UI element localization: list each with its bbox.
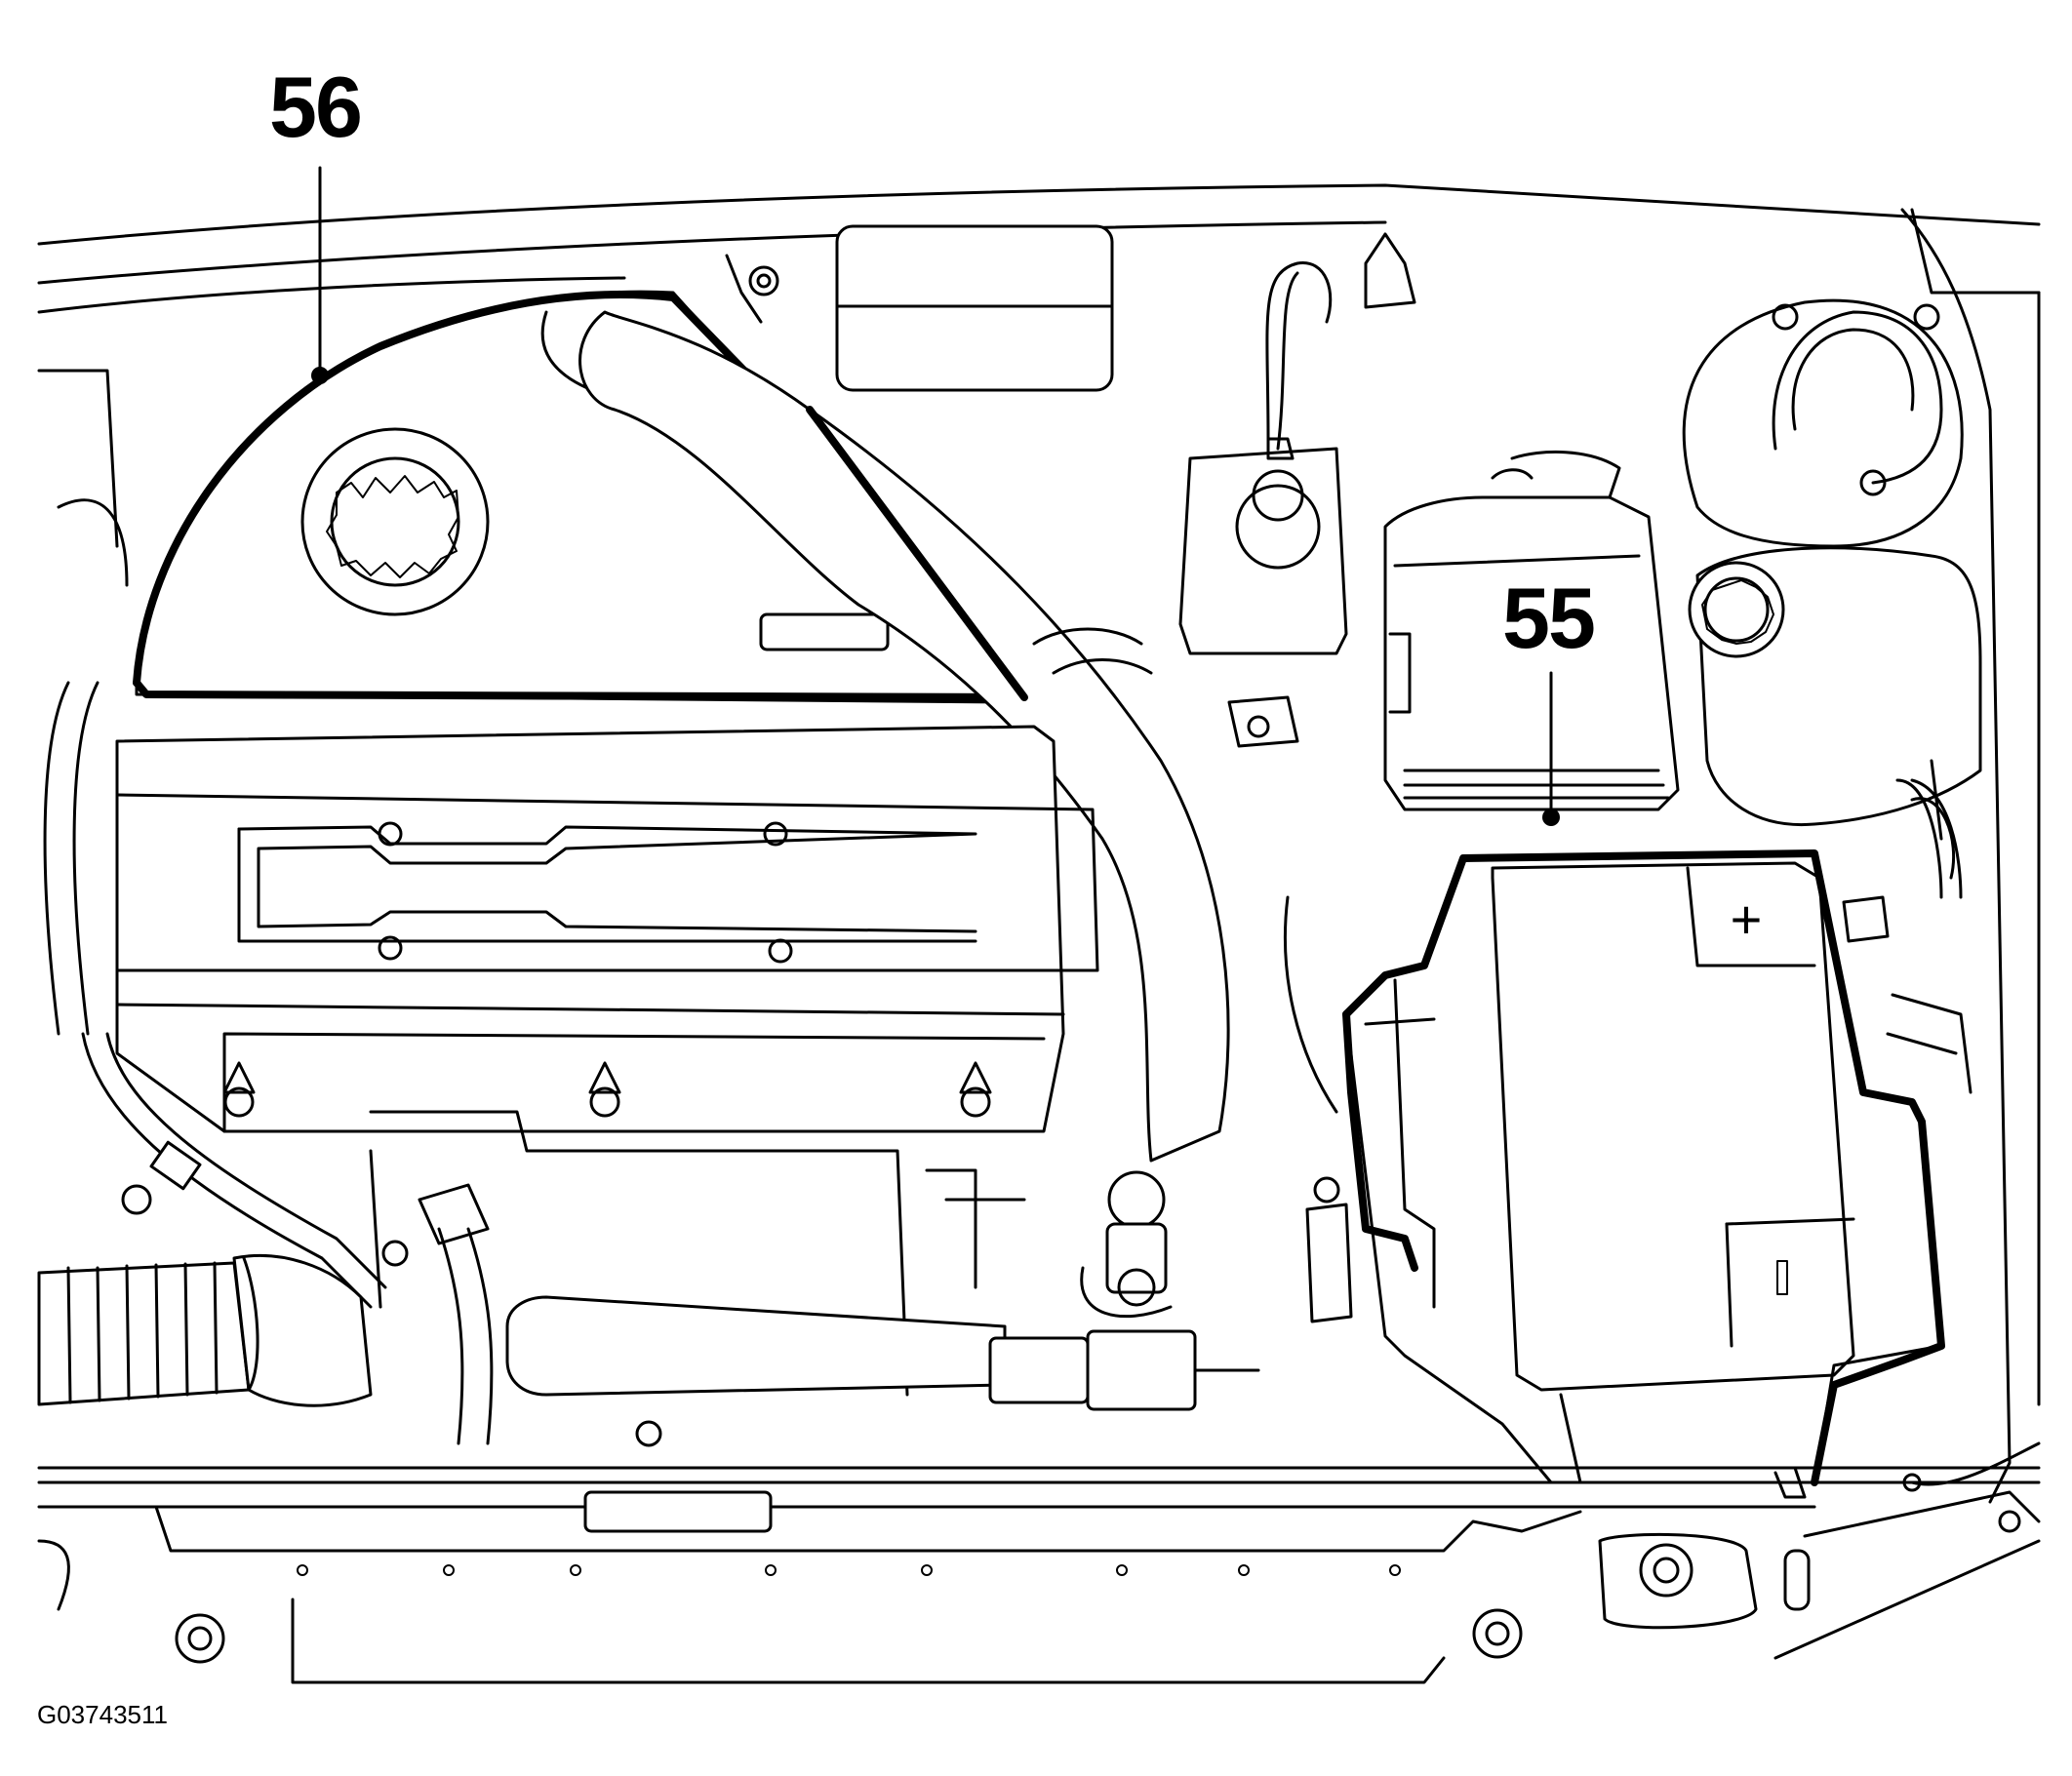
battery-terminal-positive: + — [1731, 888, 1763, 950]
right-wiring — [1283, 778, 1972, 1323]
strut-tower — [1682, 298, 1964, 548]
battery — [1342, 849, 1945, 1486]
valve-cover — [115, 725, 1099, 1133]
cowl-panel — [37, 183, 2041, 1504]
coolant-reservoir — [1688, 546, 1982, 880]
bolt-icon — [768, 938, 793, 964]
fuse-box — [1383, 451, 1680, 811]
brake-fluid-reservoir — [1178, 232, 1416, 748]
filler-cap-icon — [300, 427, 490, 616]
callout-56: 56 — [269, 59, 363, 155]
sensor-connector — [1080, 1170, 1173, 1319]
leader-dot — [1542, 809, 1560, 826]
bolt-icon — [1772, 303, 1799, 331]
bolt-icon — [1913, 303, 1940, 331]
callout-55: 55 — [1502, 570, 1596, 666]
bolt-icon — [378, 935, 403, 961]
bolt-icon — [1859, 469, 1887, 496]
bolt-icon — [378, 821, 403, 847]
cowl-cover — [725, 224, 1114, 392]
bolt-icon — [763, 821, 788, 847]
intake-bellows — [37, 1253, 373, 1407]
intake-hose — [578, 310, 1230, 1163]
positive-terminal-mark: + — [1731, 888, 1763, 950]
leader-line-56 — [311, 166, 329, 384]
valve-cover-bolts — [222, 821, 992, 1118]
leader-line-55 — [1542, 671, 1560, 826]
support-holes — [297, 1564, 1401, 1576]
battery-terminal-negative — [1776, 1260, 1788, 1295]
radiator-support — [37, 1441, 2041, 1684]
figure-id: G03743511 — [37, 1700, 168, 1729]
lower-pipes — [121, 1110, 1260, 1447]
leader-dot — [311, 367, 329, 384]
left-wiring — [37, 369, 387, 1309]
